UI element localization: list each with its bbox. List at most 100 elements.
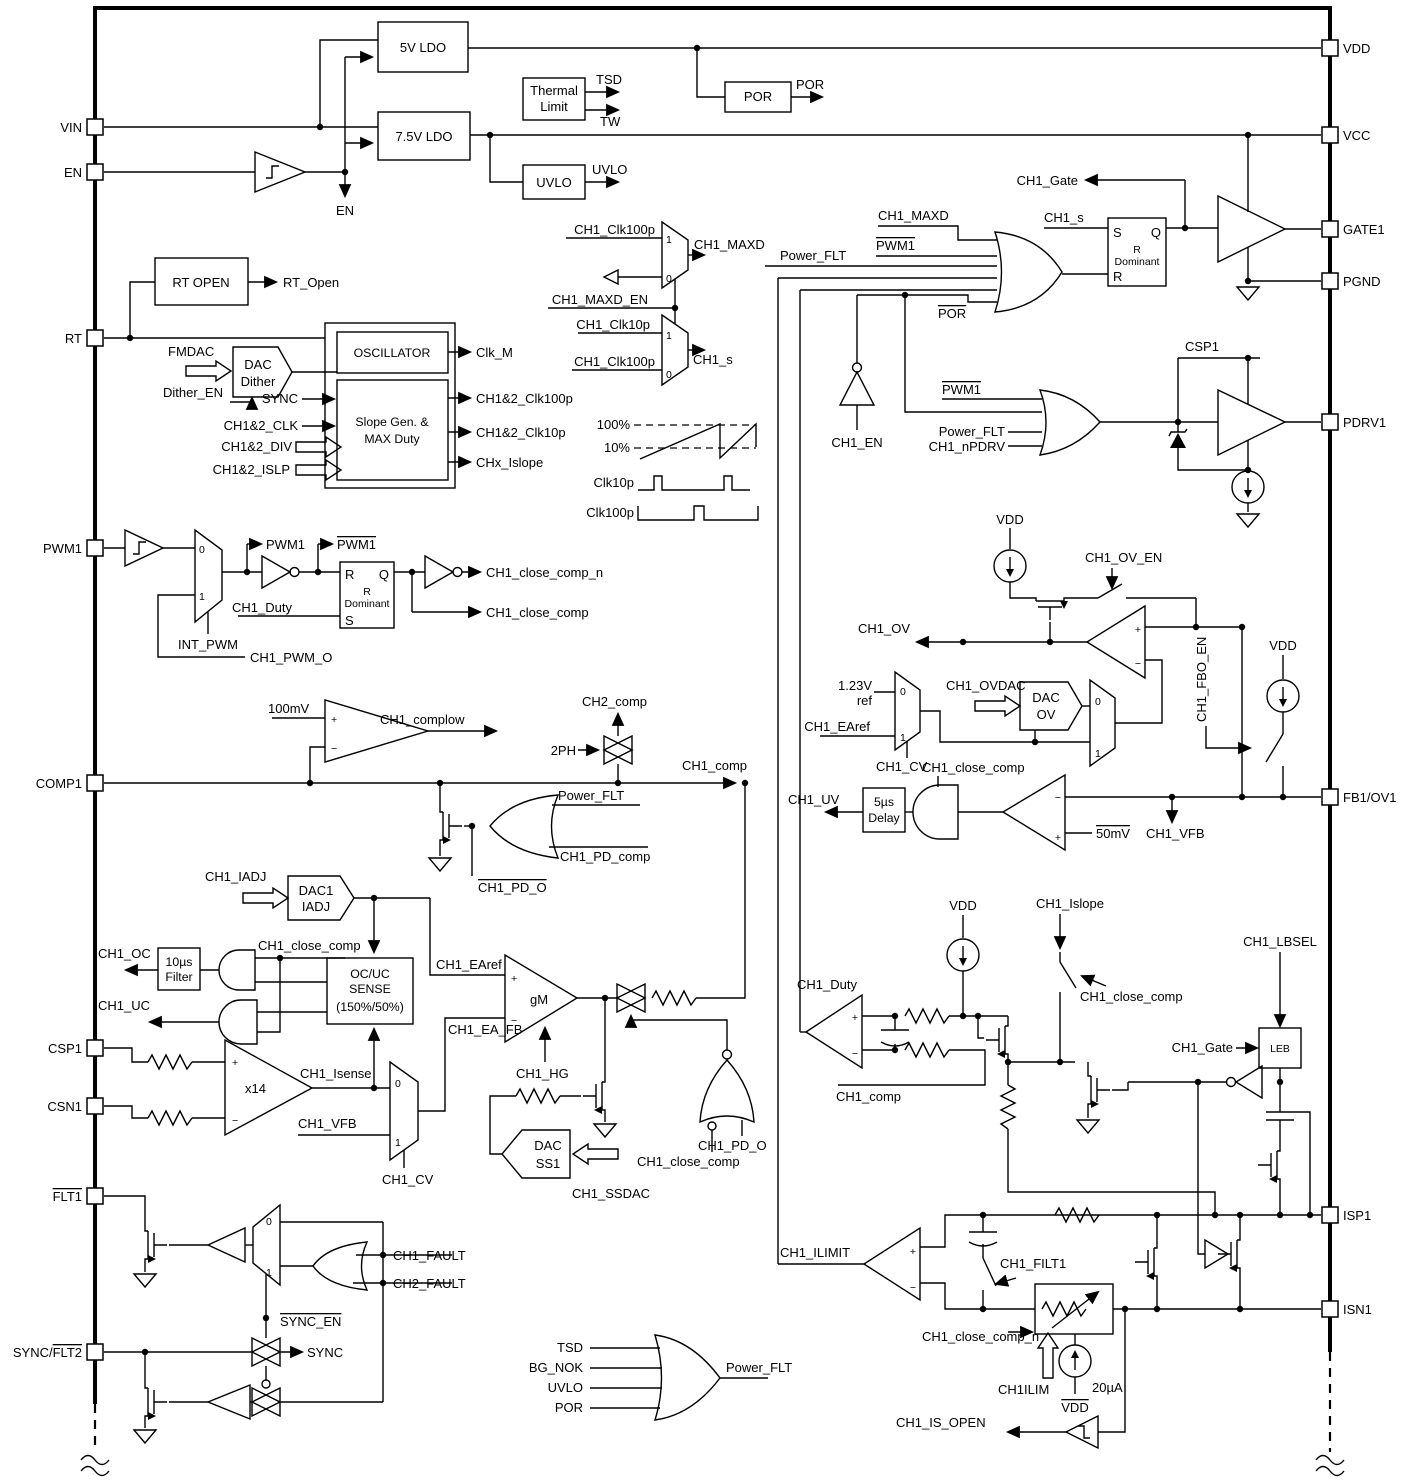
tsd-signal: TSD [557,1340,583,1355]
ch1-pd-o-signal: CH1_PD_O [478,880,547,895]
por-signal: POR [796,77,824,92]
pwm-rs-latch [339,561,395,629]
latch-rdom-2: Dominant [345,598,390,610]
chx-islope-signal: CHx_Islope [476,455,543,470]
csn1-resistor [147,1110,193,1126]
pin-rt-label: RT [65,331,82,346]
ch1-is-open-signal: CH1_IS_OPEN [896,1415,986,1430]
flt2-transmission-gate [251,1387,281,1417]
latch-s-port: S [345,613,354,628]
sync-in-signal: SYNC [262,391,298,406]
tsd-signal: TSD [596,72,622,87]
ldo-5v-label: 5V LDO [400,40,446,55]
pin-gate1 [1321,220,1339,238]
ch1-ovdac-signal: CH1_OVDAC [946,678,1025,693]
pwm-inverter [261,554,292,590]
pd-nor-gate [699,1058,755,1124]
ground-symbol [428,857,452,872]
ch1-npdrv-signal: CH1_nPDRV [929,439,1006,454]
pin-csn1 [86,1097,104,1115]
ch1-pd-comp-signal: CH1_PD_comp [560,849,650,864]
2ph-signal: 2PH [551,743,576,758]
ground-symbol [593,1123,617,1138]
ch1-complow-signal: CH1_complow [380,712,465,727]
power-section: EN 5V LDO POR POR Thermal Limit TSD TW 7… [104,21,1321,218]
pin-en [86,163,104,181]
fault-mux [252,1203,281,1287]
ch1-comp-signal: CH1_comp [836,1089,901,1104]
slope-resistor-top [904,1008,950,1024]
ch1-oc-signal: CH1_OC [98,946,151,961]
ch2-fault-signal: CH2_FAULT [393,1276,466,1291]
ch1-gate-signal: CH1_Gate [1017,173,1078,188]
vdd-bar-net-label: VDD [1061,1400,1088,1415]
uvlo-signal: UVLO [548,1380,583,1395]
break-squiggle-right [1315,1454,1345,1477]
ldo-7v5-label: 7.5V LDO [395,129,452,144]
ground-symbol [1236,513,1260,528]
oc-uc-section: CH1_IADJ DAC1 IADJ CH1_EAref OC/UC SENSE… [98,869,522,1187]
minus-sign: − [511,1015,517,1027]
ch1-uv-signal: CH1_UV [788,792,840,807]
break-squiggle-left [80,1454,110,1477]
dac-ov-label-1: DAC [1032,690,1059,705]
vdd-net-label: VDD [996,512,1023,527]
sawtooth-waveform [639,422,757,460]
uvlo-block-label: UVLO [536,175,571,190]
gm-label: gM [530,992,548,1007]
ref-123-label-1: 1.23V [838,678,872,693]
dac1-iadj-block [287,875,355,921]
ch1-close-comp-n-signal: CH1_close_comp_n [922,1329,1039,1344]
ch1-hg-signal: CH1_HG [516,1066,569,1081]
pin-vdd [1321,39,1339,57]
ldo-5v-block [377,21,469,73]
dac-dither-label-1: DAC [244,357,271,372]
ch1-ssdac-signal: CH1_SSDAC [572,1186,650,1201]
pin-flt1-label: FLT1 [53,1189,82,1204]
mux-port-1: 1 [266,1267,272,1279]
ilimit-section: + − CH1_ILIMIT CH1_FILT1 CH1_close_comp_… [778,1082,1321,1450]
x14-label: x14 [245,1081,266,1096]
latch-rdom-2: Dominant [1115,256,1160,268]
s-mux [661,313,689,387]
ch1-close-comp-signal: CH1_close_comp [486,605,589,620]
gm-resistor [651,990,697,1006]
clk100p-b-signal: CH1_Clk100p [574,354,655,369]
flt2-open-drain-nmos [144,1379,168,1425]
mux-port-0: 0 [666,369,672,381]
dac-ov-block [1019,681,1083,731]
mux-port-0: 0 [666,273,672,285]
duty-comparator [804,993,863,1070]
fbo-current-source [1266,679,1300,713]
pd-or-gate [489,794,560,859]
zener-diode [1170,433,1186,448]
slope-label-1: Slope Gen. & [355,415,429,429]
ground-symbol [133,1273,157,1288]
clk10p-signal: CH1_Clk10p [576,317,650,332]
ch1-comp-signal: CH1_comp [682,758,747,773]
sync-signal: SYNC [307,1345,343,1360]
plus-sign: + [331,714,337,726]
ldo-7v5-block [377,111,471,161]
pin-isn1-label: ISN1 [1343,1302,1372,1317]
uv-and-gate [912,784,959,840]
ch1-lbsel-signal: CH1_LBSEL [1243,934,1317,949]
pin-pdrv1-label: PDRV1 [1343,415,1386,430]
ch1-ov-en-signal: CH1_OV_EN [1085,550,1162,565]
pin-vin [86,118,104,136]
minus-sign: − [852,1048,858,1060]
mux-port-0: 0 [395,1078,401,1090]
pin-flt1 [86,1187,104,1205]
ref-mux [894,670,921,752]
dac-dither-block [232,346,293,398]
int-pwm-signal: INT_PWM [178,637,238,652]
ch1-isense-signal: CH1_Isense [300,1066,372,1081]
vdd-net-label: VDD [1269,638,1296,653]
mux-port-1: 1 [666,234,672,246]
mux-port-1: 1 [1095,748,1101,760]
clock-mux-section: 1 0 CH1_Clk100p CH1_MAXD CH1_MAXD_EN 1 0… [548,220,765,521]
oc-and-gate [218,949,256,991]
en-net-label: EN [336,203,354,218]
softstart-resistor [515,1088,561,1104]
minus-sign: − [1135,658,1141,670]
